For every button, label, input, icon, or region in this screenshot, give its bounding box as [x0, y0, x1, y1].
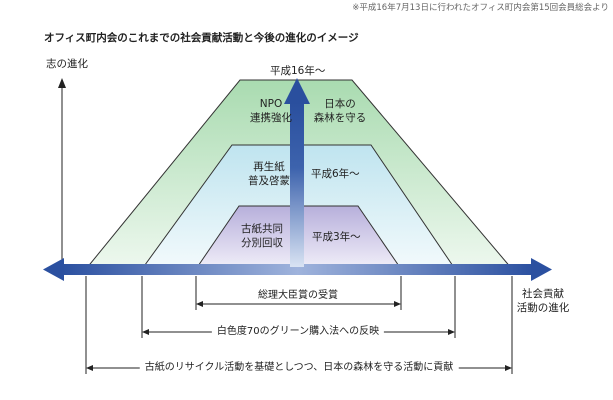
stage-heisei3-left-line1: 古紙共同 — [241, 223, 283, 235]
stage-heisei3-period: 平成3年～ — [312, 231, 361, 243]
range-arrowheads — [86, 301, 512, 371]
range-label-forest-contribution: 古紙のリサイクル活動を基礎としつつ、日本の森林を守る活動に貢献 — [139, 361, 459, 375]
source-note: ※平成16年7月13日に行われたオフィス町内会第15回会員総会より — [352, 3, 609, 13]
x-axis-right-arrowhead — [531, 258, 552, 281]
y-axis-label: 志の進化 — [46, 58, 88, 70]
x-axis-label: 社会貢献 活動の進化 — [510, 287, 576, 315]
stage-heisei3-left-line2: 分別回収 — [241, 237, 283, 249]
range-label-green-purchase: 白色度70のグリーン購入法への反映 — [211, 325, 385, 339]
stage-heisei16-right-label: 日本の 森林を守る — [306, 97, 374, 125]
stage-heisei16-right-line1: 日本の — [324, 98, 356, 110]
stage-heisei16-period: 平成16年～ — [270, 65, 326, 77]
y-axis-arrowhead — [58, 78, 66, 88]
stage-heisei6-period: 平成6年～ — [311, 168, 360, 180]
stage-heisei3-left-label: 古紙共同 分別回収 — [234, 222, 290, 250]
x-axis-label-line2: 活動の進化 — [516, 302, 570, 314]
stage-heisei16-left-line1: NPO — [259, 98, 283, 110]
stage-heisei6-left-label: 再生紙 普及啓蒙 — [244, 160, 294, 188]
stage-heisei16-left-label: NPO 連携強化 — [246, 97, 296, 125]
stage-heisei6-left-line1: 再生紙 — [253, 161, 285, 173]
x-axis-left-arrowhead — [43, 258, 64, 281]
stage-heisei6-left-line2: 普及啓蒙 — [248, 175, 290, 187]
diagram-title: オフィス町内会のこれまでの社会貢献活動と今後の進化のイメージ — [44, 32, 359, 44]
range-label-pm-award: 総理大臣賞の受賞 — [253, 289, 343, 303]
x-axis-label-line1: 社会貢献 — [522, 288, 564, 300]
progress-up-arrow-shaft — [290, 102, 304, 267]
stage-heisei16-right-line2: 森林を守る — [313, 112, 367, 124]
x-axis-bar — [62, 264, 534, 275]
stage-heisei16-left-line2: 連携強化 — [250, 112, 292, 124]
progress-up-arrow-head — [284, 78, 310, 104]
